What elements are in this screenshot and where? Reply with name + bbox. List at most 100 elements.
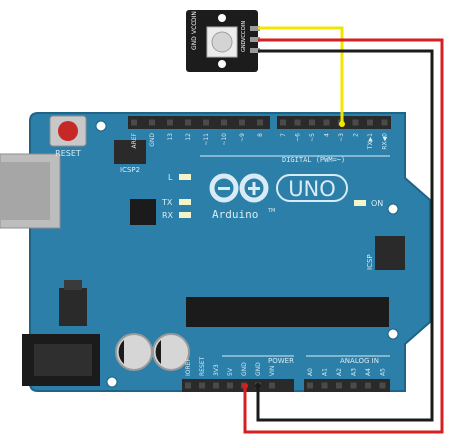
module-right-label: GND	[241, 40, 247, 52]
icsp-label: ICSP	[366, 254, 374, 270]
led-tx	[179, 199, 191, 205]
top-right-pin-label: ~5	[309, 133, 316, 142]
top-left-pin	[131, 119, 137, 126]
analog-pin	[336, 382, 342, 389]
header-analog	[304, 379, 390, 392]
top-right-pin	[309, 119, 315, 126]
top-left-pin	[221, 119, 227, 126]
module-right-label: VCC	[241, 30, 247, 41]
power-pin-label: VIN	[269, 366, 276, 376]
led-label-l: L	[168, 173, 173, 182]
analog-pin-labels: A0 A1 A2 A3 A4 A5	[307, 368, 387, 389]
icsp2-label: ICSP2	[120, 166, 140, 174]
usb-connector-inner	[0, 162, 50, 220]
power-pin-label: IOREF	[185, 358, 192, 376]
top-left-pin	[203, 119, 209, 126]
led-label-rx: RX	[162, 211, 174, 220]
top-right-pin	[367, 119, 373, 126]
mounting-hole	[387, 328, 399, 340]
wire-red-vcc	[243, 38, 444, 434]
analog-pin-label: A5	[380, 368, 387, 376]
mounting-hole-icon	[218, 60, 226, 68]
led-rx	[179, 212, 191, 218]
module-right-label: DIN	[241, 21, 247, 30]
header-top-right	[277, 116, 391, 129]
top-right-pin-label: RX◀0	[382, 133, 389, 150]
dc-jack-inner	[34, 344, 92, 376]
reset-label: RESET	[55, 149, 81, 158]
analog-pin	[307, 382, 313, 389]
power-pin-label: 3V3	[213, 364, 220, 376]
digital-label: DIGITAL (PWM=~)	[282, 156, 345, 164]
led-on	[354, 200, 366, 206]
top-left-pin-label: ~11	[203, 133, 210, 146]
top-left-pin	[239, 119, 245, 126]
power-pin-label: GND	[255, 362, 262, 376]
top-left-pin-label: GND	[149, 133, 156, 147]
trademark-label: TM	[267, 208, 275, 214]
module-pin-gnd	[250, 48, 260, 53]
uno-badge	[276, 174, 348, 202]
module-pin-vcc	[250, 37, 260, 42]
module-left-labels: GND	[191, 36, 198, 50]
top-left-pin-label: 13	[167, 133, 174, 141]
power-label: POWER	[268, 357, 294, 365]
analog-pin-label: A0	[307, 368, 314, 376]
mounting-hole	[95, 120, 107, 132]
top-left-pin-label: ~9	[239, 133, 246, 142]
top-right-pin-label: TX▶1	[367, 133, 374, 150]
top-left-pin-label: AREF	[131, 132, 138, 148]
model-label: UNO	[288, 177, 336, 201]
top-right-pin-label: 4	[324, 133, 331, 137]
icsp2-header	[114, 140, 146, 164]
top-right-pin	[280, 119, 286, 126]
power-pin	[213, 382, 219, 389]
power-pin	[199, 382, 205, 389]
voltage-regulator	[59, 288, 87, 326]
led-label-on: ON	[371, 199, 383, 208]
led-l	[179, 174, 191, 180]
power-pin-label: RESET	[199, 356, 206, 376]
header-power	[182, 379, 294, 392]
top-right-pin-label: ~3	[338, 133, 345, 142]
top-left-pin	[167, 119, 173, 126]
top-right-pin-label: 2	[353, 133, 360, 137]
mounting-hole	[106, 376, 118, 388]
top-left-pin	[149, 119, 155, 126]
top-left-pin	[185, 119, 191, 126]
brand-label: Arduino	[212, 208, 258, 221]
analog-pin-label: A1	[322, 368, 329, 376]
wire-end	[255, 383, 261, 389]
regulator-tab	[64, 280, 82, 290]
mounting-hole	[387, 203, 399, 215]
analog-pin	[379, 382, 386, 389]
top-right-pin	[323, 119, 330, 126]
wire-end	[242, 383, 248, 389]
top-right-pin-label: ~6	[295, 133, 302, 142]
top-left-pin	[257, 119, 263, 126]
capacitor	[152, 333, 190, 371]
analog-pin-label: A4	[365, 368, 372, 376]
microcontroller-chip	[186, 297, 389, 327]
led-label-tx: TX	[161, 198, 173, 207]
wire-yellow-din	[258, 26, 344, 124]
usb-chip	[130, 199, 156, 225]
power-pin	[185, 382, 191, 389]
analog-pin-label: A2	[336, 368, 343, 376]
capacitor	[115, 333, 153, 371]
power-pin-label: GND	[241, 362, 248, 376]
top-right-pin	[352, 119, 359, 126]
top-right-pin	[294, 119, 301, 126]
reset-button-cap[interactable]	[58, 121, 78, 141]
analog-pin-label: A3	[351, 368, 358, 376]
wire-black-gnd	[256, 49, 434, 422]
power-pin	[269, 382, 275, 389]
analog-pin	[350, 382, 357, 389]
top-left-pin-label: ~10	[221, 133, 228, 146]
rgb-led-module: GND VCC DIN DIN VCC GND	[186, 10, 260, 72]
analog-pin	[321, 382, 328, 389]
header-top-left	[128, 116, 270, 129]
power-pin-label: 5V	[227, 367, 234, 376]
wires	[242, 26, 444, 434]
